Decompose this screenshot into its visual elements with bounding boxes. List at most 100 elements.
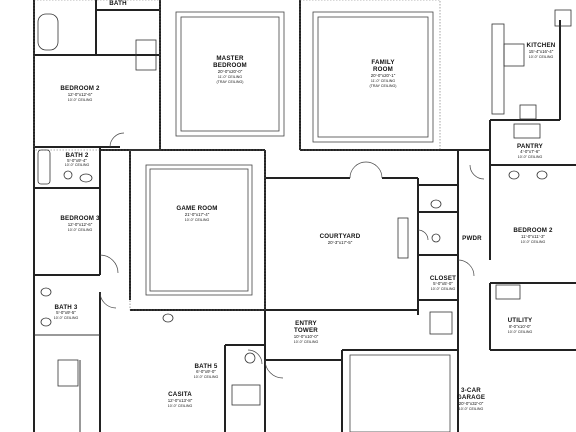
room-ceiling-note: (TRAY CEILING) xyxy=(216,80,243,84)
sink-icon xyxy=(79,173,93,183)
sink-icon xyxy=(40,287,52,297)
room-name-garage: GARAGE xyxy=(457,394,485,401)
room-dimensions: 12'-0"x12'-6" xyxy=(68,92,93,97)
room-name-entry-tower: ENTRY xyxy=(295,320,317,327)
washer-icon xyxy=(495,284,521,300)
room-dimensions: 11'-0"x11'-3" xyxy=(521,234,545,239)
room-dimensions: 20'-0"x32'-0" xyxy=(459,401,484,406)
sink-icon xyxy=(40,317,52,327)
door-swing xyxy=(99,254,119,274)
door-swing xyxy=(109,132,125,148)
shower-icon xyxy=(57,359,79,387)
cooktop-icon xyxy=(554,9,572,27)
room-ceiling-note: 10'-0" CEILING xyxy=(194,375,219,379)
room-name-courtyard: COURTYARD xyxy=(320,233,361,240)
door-swing xyxy=(349,161,367,179)
ceilings xyxy=(33,0,451,432)
room-ceiling-note: 10'-0" CEILING xyxy=(431,287,456,291)
room-name-bedroom-3: BEDROOM 3 xyxy=(60,215,100,222)
door-swing xyxy=(457,259,475,277)
room-name-master-bedroom: BEDROOM xyxy=(213,62,247,69)
room-name-bath-5: BATH 5 xyxy=(194,363,217,370)
room-name-family-room: FAMILY xyxy=(371,59,395,66)
dashed-outline xyxy=(33,0,161,151)
ceiling-game-room-inner xyxy=(149,168,249,292)
sink-icon xyxy=(162,313,174,323)
room-ceiling-note: 10'-0" CEILING xyxy=(68,98,93,102)
fridge-icon xyxy=(519,104,537,120)
room-name-master-bedroom: MASTER xyxy=(216,55,244,62)
room-dimensions: 6'-0"x9'-0" xyxy=(196,369,216,374)
door-swing xyxy=(264,359,284,379)
room-dimensions: 20'-0"x20'-1" xyxy=(371,73,396,78)
door-swing xyxy=(247,349,263,365)
room-name-bath-top: BATH xyxy=(109,0,127,7)
kitchen-island xyxy=(503,43,525,67)
vanity-icon xyxy=(135,39,157,71)
garage-outline xyxy=(349,354,451,432)
room-ceiling-note: 10'-0" CEILING xyxy=(518,155,543,159)
room-name-bedroom-2: BEDROOM 2 xyxy=(513,227,553,234)
doors xyxy=(99,132,485,379)
room-name-casita: CASITA xyxy=(168,391,192,398)
room-name-family-room: ROOM xyxy=(373,66,393,73)
room-dimensions: 12'-0"x13'-8" xyxy=(168,398,193,403)
room-name-bedroom-2: BEDROOM 2 xyxy=(60,85,100,92)
bathtub-icon xyxy=(37,13,59,51)
room-name-kitchen: KITCHEN xyxy=(527,42,556,49)
room-ceiling-note: 10'-0" CEILING xyxy=(529,55,554,59)
door-swing xyxy=(365,161,383,179)
dashed-outline xyxy=(299,0,441,151)
room-ceiling-note: 11'-0" CEILING xyxy=(218,75,242,79)
room-name-entry-tower: TOWER xyxy=(294,327,318,334)
pantry-shelf xyxy=(513,123,541,139)
room-ceiling-note: (TRAY CEILING) xyxy=(369,84,396,88)
room-dimensions: 5'-0"x9'-5" xyxy=(56,310,76,315)
room-ceiling-note: 10'-0" CEILING xyxy=(54,316,79,320)
sink-icon xyxy=(430,199,442,209)
kitchen-counter xyxy=(491,23,505,115)
room-dimensions: 21'-0"x17'-4" xyxy=(185,212,210,217)
sink-icon xyxy=(536,170,548,180)
tray-ceiling-family-inner xyxy=(317,16,429,138)
room-name-game-room: GAME ROOM xyxy=(176,205,217,212)
room-dimensions: 20'-0"x20'-0" xyxy=(218,69,243,74)
room-ceiling-note: 10'-0" CEILING xyxy=(521,240,546,244)
tray-ceiling-master-inner xyxy=(180,16,280,132)
door-swing xyxy=(417,229,429,241)
shower-icon xyxy=(231,384,261,406)
room-dimensions: 4'-0"x7'-6" xyxy=(520,149,540,154)
toilet-icon xyxy=(63,170,73,180)
room-dimensions: 10'-0"x10'-0" xyxy=(294,334,319,339)
fixtures xyxy=(37,9,572,406)
room-name-bath-2: BATH 2 xyxy=(65,152,88,159)
room-dimensions: 15'-4"x16'-4" xyxy=(529,49,554,54)
room-ceiling-note: 10'-0" CEILING xyxy=(185,218,210,222)
room-name-pantry: PANTRY xyxy=(517,143,544,150)
room-name-closet: CLOSET xyxy=(430,275,456,282)
room-labels: BATH MASTER BEDROOM 20'-0"x20'-0" 11'-0"… xyxy=(54,0,556,411)
room-dimensions: 8'-0"x10'-0" xyxy=(509,324,532,329)
room-dimensions: 12'-0"x12'-6" xyxy=(68,222,93,227)
room-ceiling-note: 10'-0" CEILING xyxy=(68,228,93,232)
room-dimensions: 20'-3"x17'-5" xyxy=(328,240,353,245)
walls xyxy=(33,0,576,432)
room-ceiling-note: 10'-0" CEILING xyxy=(65,163,90,167)
room-name-garage: 3-CAR xyxy=(461,387,481,394)
room-ceiling-note: 10'-0" CEILING xyxy=(508,330,533,334)
closet-shelf xyxy=(429,311,453,335)
door-swing xyxy=(469,164,485,180)
room-dimensions: 5'-0"x9'-4" xyxy=(67,158,87,163)
ceiling-game-room xyxy=(145,164,253,296)
room-ceiling-note: 11'-0" CEILING xyxy=(371,79,395,83)
toilet-icon xyxy=(244,352,256,364)
dashed-outline xyxy=(129,149,266,311)
room-ceiling-note: 10'-0" CEILING xyxy=(459,407,484,411)
fireplace-icon xyxy=(397,217,409,259)
room-ceiling-note: 10'-0" CEILING xyxy=(168,404,193,408)
bathtub-icon xyxy=(37,149,51,185)
toilet-icon xyxy=(431,233,441,243)
room-name-bath-3: BATH 3 xyxy=(54,304,77,311)
door-swing xyxy=(99,291,117,309)
